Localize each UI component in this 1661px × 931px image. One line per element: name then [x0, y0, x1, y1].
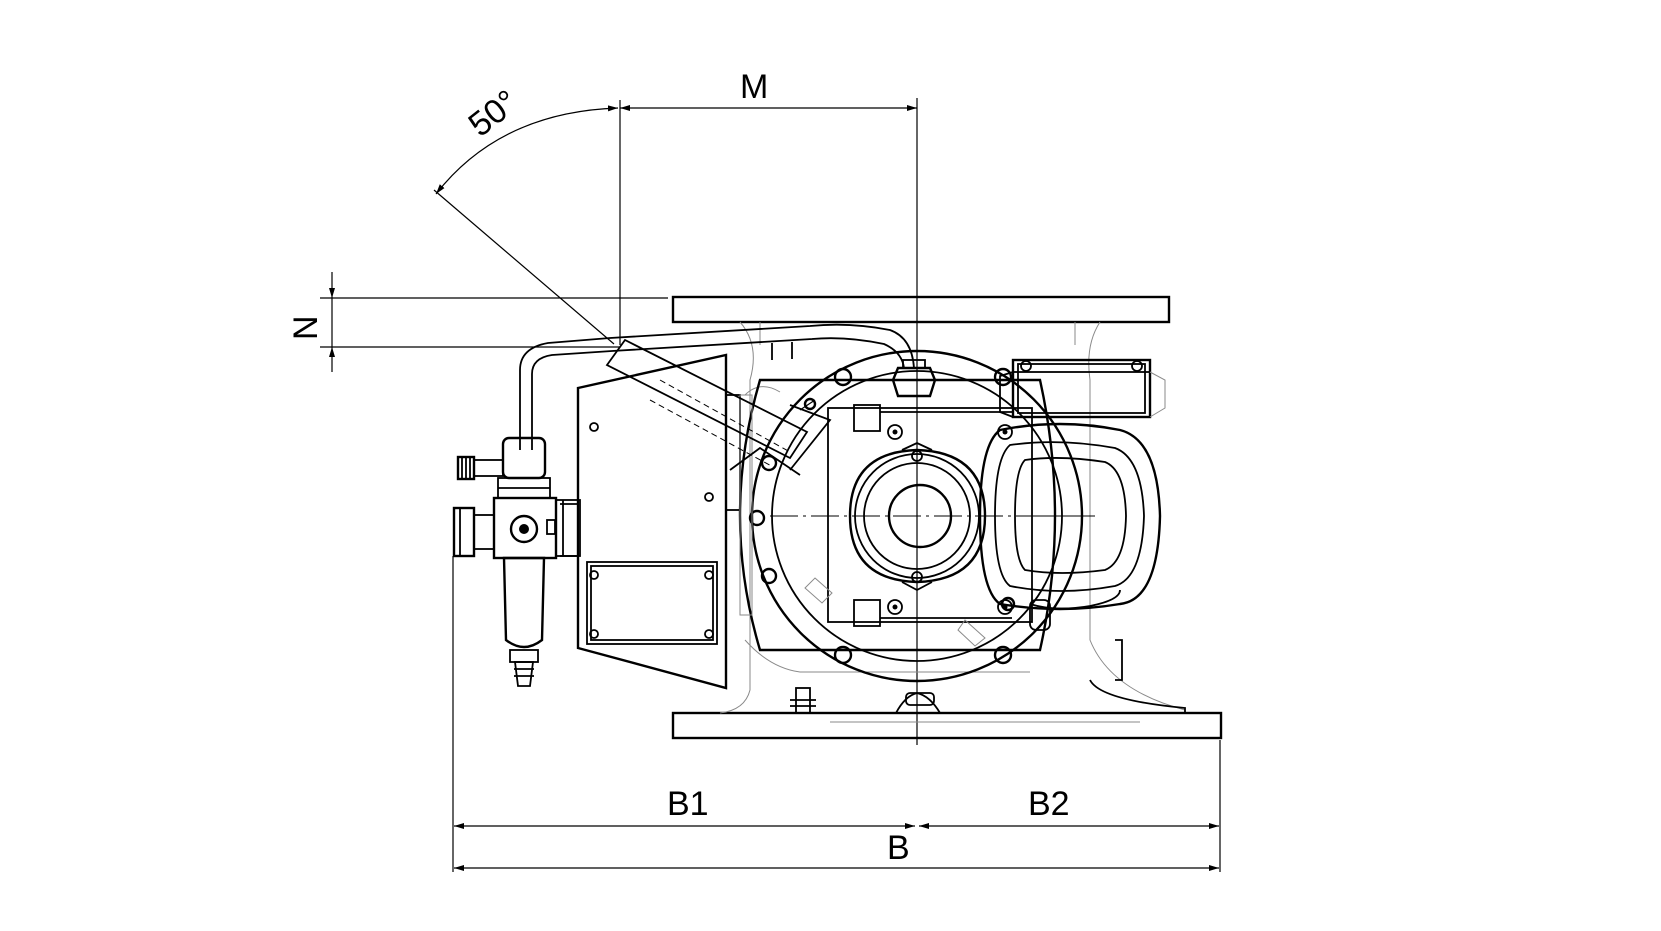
motor-gearbox: [978, 358, 1166, 631]
actuator-hood: [560, 338, 832, 690]
label-m: M: [740, 68, 768, 106]
valve-housing: [671, 295, 1223, 740]
label-angle: 50°: [462, 83, 526, 145]
dimension-labels: 50° M N B1 B2 B: [287, 68, 1070, 867]
air-supply: [452, 323, 937, 687]
label-b: B: [887, 829, 910, 867]
dimension-lines: [320, 98, 1221, 872]
label-b1: B1: [667, 785, 709, 823]
housing-bolts: [748, 367, 1016, 665]
label-b2: B2: [1028, 785, 1070, 823]
label-n: N: [287, 315, 325, 340]
